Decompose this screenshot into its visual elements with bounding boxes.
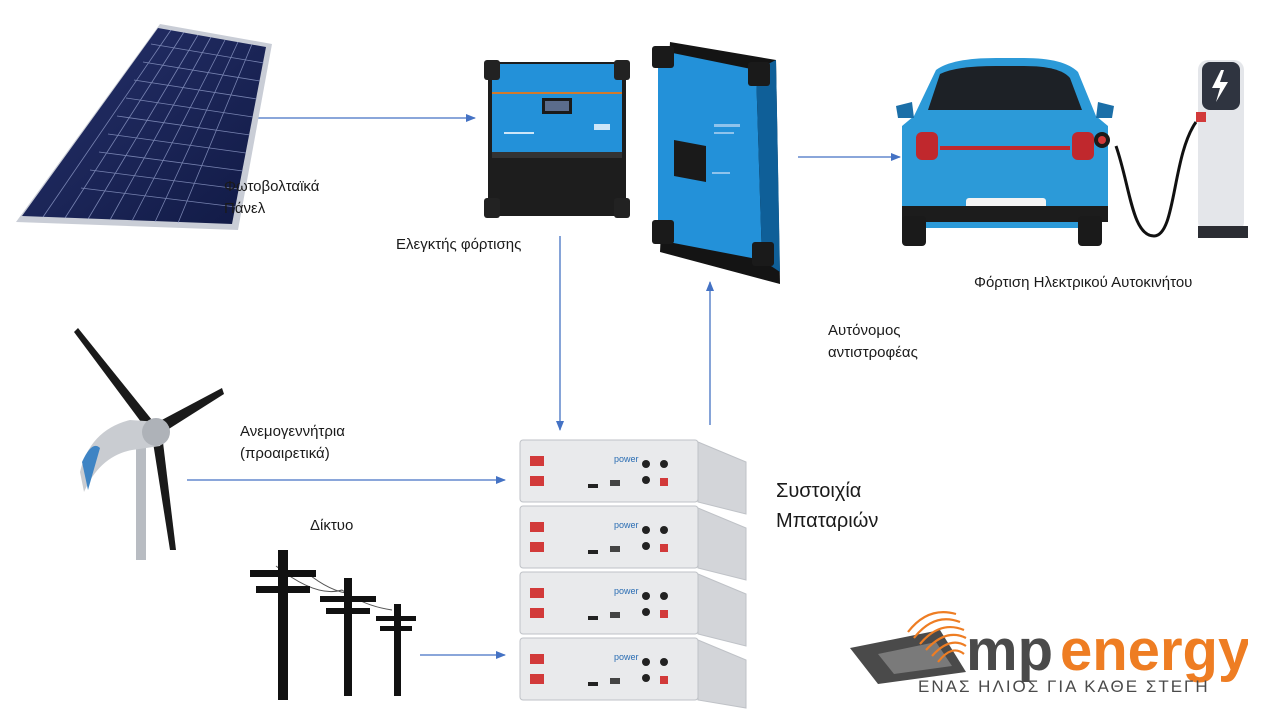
battery-brand-text: power xyxy=(614,652,639,662)
label-battery-bank: Συστοιχία Μπαταριών xyxy=(776,476,878,536)
charge-controller-image xyxy=(484,60,630,218)
wind-turbine-image xyxy=(74,328,224,560)
ev-car-charger-image xyxy=(896,58,1248,246)
label-inverter: Αυτόνομος αντιστροφέας xyxy=(828,320,918,364)
power-grid-image xyxy=(250,550,416,700)
label-wind-line1: Ανεμογεννήτρια xyxy=(240,423,345,440)
label-charge-controller: Ελεγκτής φόρτισης xyxy=(396,236,522,253)
label-wind-turbine: Ανεμογεννήτρια (προαιρετικά) xyxy=(240,421,345,465)
battery-brand-text: power xyxy=(614,454,639,464)
label-pv-line2: Πάνελ xyxy=(224,200,266,217)
logo-tagline: ΕΝΑΣ ΗΛΙΟΣ ΓΙΑ ΚΑΘΕ ΣΤΕΓΗ xyxy=(918,677,1210,696)
label-inverter-line1: Αυτόνομος xyxy=(828,322,901,339)
label-battery-line1: Συστοιχία xyxy=(776,480,862,502)
label-ev-charging: Φόρτιση Ηλεκτρικού Αυτοκινήτου xyxy=(974,274,1193,291)
label-inverter-line2: αντιστροφέας xyxy=(828,344,918,361)
sun-swoosh-icon xyxy=(850,611,967,684)
label-pv-panels: Φωτοβολταϊκά Πάνελ xyxy=(224,176,319,220)
label-battery-line2: Μπαταριών xyxy=(776,510,879,532)
logo-mp-text: mp xyxy=(966,618,1053,683)
battery-brand-text: power xyxy=(614,586,639,596)
battery-module xyxy=(519,571,747,647)
logo-energy-text: energy xyxy=(1060,618,1248,683)
label-grid: Δίκτυο xyxy=(310,517,354,534)
mp-energy-logo: mp energy ΕΝΑΣ ΗΛΙΟΣ ΓΙΑ ΚΑΘΕ ΣΤΕΓΗ xyxy=(850,611,1248,696)
battery-module xyxy=(519,505,747,581)
label-pv-line1: Φωτοβολταϊκά xyxy=(224,178,320,195)
battery-module xyxy=(519,439,747,515)
solar-panel-image xyxy=(16,24,272,230)
battery-brand-text: power xyxy=(614,520,639,530)
label-wind-line2: (προαιρετικά) xyxy=(240,445,330,462)
inverter-image xyxy=(652,42,780,284)
battery-module xyxy=(519,637,747,709)
battery-stack-image: power power power power xyxy=(519,439,747,709)
